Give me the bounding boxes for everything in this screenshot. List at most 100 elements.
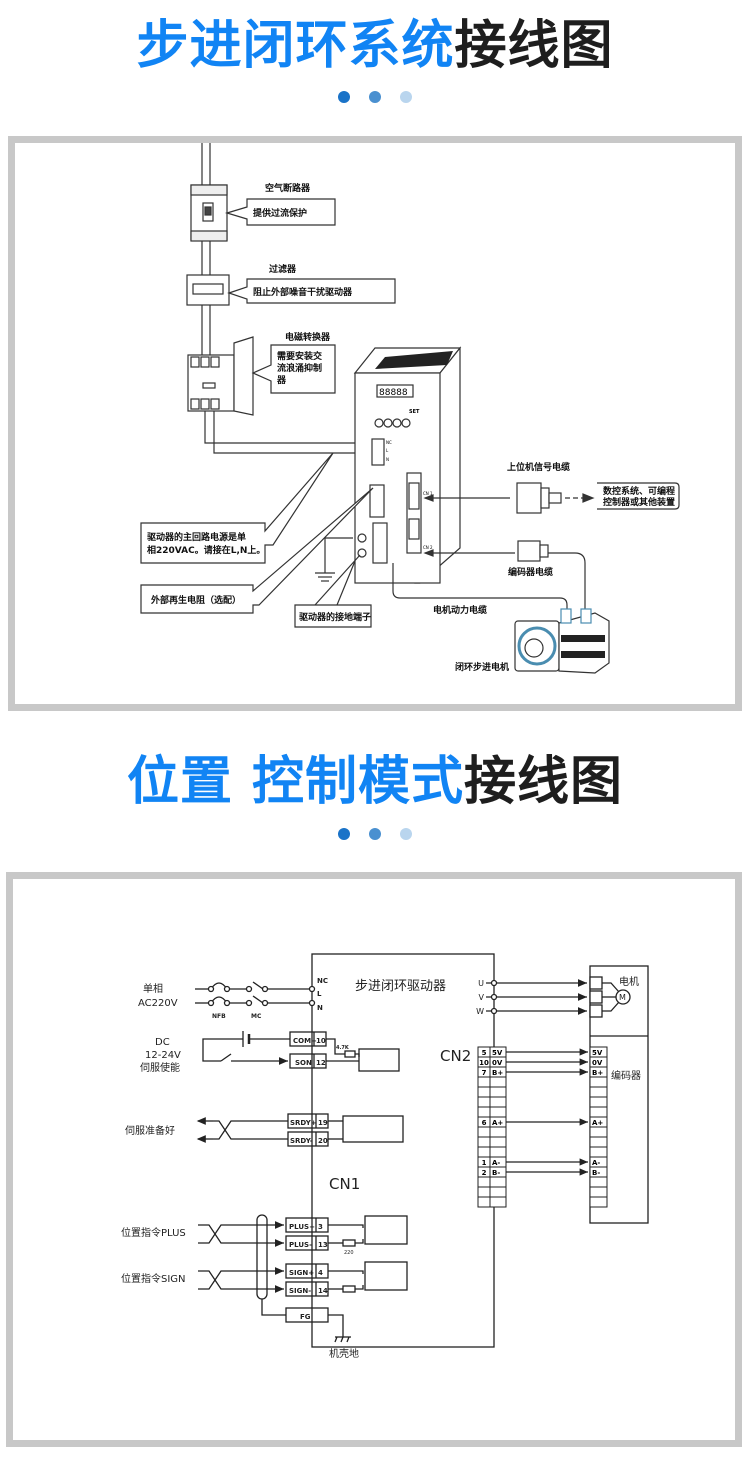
wire-to-l bbox=[204, 411, 385, 444]
section2-title: 位置 控制模式接线图 bbox=[0, 752, 750, 812]
plus-minus-no: 13 bbox=[318, 1241, 328, 1249]
cn2-pin-name-cell bbox=[489, 1196, 507, 1208]
driver-box bbox=[311, 953, 495, 1348]
power-input-wiring bbox=[195, 981, 316, 1007]
motor-symbol-icon bbox=[615, 989, 631, 1005]
cn2-pin-row bbox=[477, 1186, 507, 1198]
cn2-pin-number: 7 bbox=[482, 1069, 487, 1077]
cn2-pin-row bbox=[477, 1176, 507, 1188]
dot-2 bbox=[369, 91, 381, 103]
plus-minus-label: PLUS- bbox=[289, 1241, 312, 1249]
cn2-pin-name-cell bbox=[489, 1126, 507, 1138]
u-label: U bbox=[478, 979, 484, 988]
cn2-label: CN 2 bbox=[423, 545, 433, 550]
wire-to-n bbox=[213, 411, 385, 454]
encoder-pin-cell bbox=[589, 1146, 608, 1158]
cn2-pin-name-cell bbox=[489, 1176, 507, 1188]
encoder-pin-row bbox=[589, 1106, 608, 1118]
cn2-pin-row bbox=[477, 1146, 507, 1158]
cn2-pin-number-cell bbox=[477, 1096, 491, 1108]
optocoupler-enable bbox=[358, 1048, 400, 1072]
section1-title: 步进闭环系统接线图 bbox=[0, 16, 750, 76]
enable-label-3: 伺服使能 bbox=[140, 1061, 180, 1074]
stepper-driver-icon bbox=[353, 346, 462, 584]
encoder-pin-name: A+ bbox=[592, 1119, 603, 1127]
enable-label-1: DC bbox=[155, 1037, 170, 1048]
cn2-pin-number-cell bbox=[477, 1176, 491, 1188]
fg-label: FG bbox=[300, 1313, 311, 1321]
cn2-pin-name: 0V bbox=[492, 1059, 503, 1067]
dot-3 bbox=[400, 828, 412, 840]
encoder-pin-row bbox=[589, 1146, 608, 1158]
mc-label: MC bbox=[251, 1013, 262, 1020]
filter-note: 阻止外部噪音干扰驱动器 bbox=[253, 286, 353, 298]
resistor-4k7 bbox=[344, 1050, 356, 1058]
dot-1 bbox=[338, 828, 350, 840]
cn2-pin-row bbox=[477, 1076, 507, 1088]
optocoupler-ready bbox=[342, 1115, 404, 1143]
system-wiring-diagram: 88888 SET NC L N CN 1 CN 2 空气断路器 提供过流保护 … bbox=[140, 143, 680, 674]
cn1-label: CN 1 bbox=[423, 491, 433, 496]
nc-label: NC bbox=[317, 977, 328, 985]
cn2-pin-number-cell bbox=[477, 1146, 491, 1158]
cn2-pin-number: 5 bbox=[482, 1049, 487, 1057]
sign-wiring bbox=[198, 1261, 408, 1297]
cn2-pin-name-cell bbox=[489, 1106, 507, 1118]
set-key-label: SET bbox=[409, 409, 420, 415]
encoder-pin-row: A- bbox=[506, 1156, 608, 1168]
cn2-pin-name: B+ bbox=[492, 1069, 503, 1077]
cn2-label: CN2 bbox=[440, 1047, 471, 1065]
cn2-pin-number-cell bbox=[477, 1196, 491, 1208]
cn2-pin-number: 1 bbox=[482, 1159, 487, 1167]
system-wiring-panel: 88888 SET NC L N CN 1 CN 2 空气断路器 提供过流保护 … bbox=[8, 136, 742, 711]
encoder-pin-cell bbox=[589, 1136, 608, 1148]
encoder-pin-cell bbox=[589, 1186, 608, 1198]
encoder-pin-name: A- bbox=[592, 1159, 600, 1167]
sign-plus-label: SIGN+ bbox=[289, 1269, 314, 1277]
closed-loop-stepper-motor-icon bbox=[514, 608, 610, 674]
cn2-pin-row bbox=[477, 1126, 507, 1138]
cn2-pin-number: 2 bbox=[482, 1169, 487, 1177]
cn2-pin-number: 6 bbox=[482, 1119, 487, 1127]
cn2-pin-number-cell bbox=[477, 1126, 491, 1138]
noise-filter-icon bbox=[186, 274, 230, 306]
db-connector-host-icon bbox=[516, 482, 562, 514]
ready-wiring bbox=[196, 1113, 404, 1147]
motor-label: 电机 bbox=[619, 975, 639, 988]
dot-2 bbox=[369, 828, 381, 840]
power-note-2: 相220VAC。请接在L,N上。 bbox=[147, 544, 265, 556]
com-pin-no: 10 bbox=[316, 1037, 326, 1045]
optocoupler-plus bbox=[364, 1215, 408, 1245]
encoder-pin-cell bbox=[589, 1096, 608, 1108]
contactor-note-3: 器 bbox=[276, 375, 287, 386]
regen-callout bbox=[140, 487, 374, 614]
motor-cable-label: 电机动力电缆 bbox=[433, 604, 487, 616]
contactor-icon bbox=[187, 336, 254, 416]
driver-display: 88888 bbox=[379, 388, 408, 398]
encoder-pin-row: B+ bbox=[506, 1066, 608, 1078]
srdy-minus-no: 20 bbox=[318, 1137, 328, 1145]
enable-label-2: 12-24V bbox=[145, 1050, 181, 1061]
nc-terminal-label: NC bbox=[386, 440, 392, 445]
section2-title-blue: 位置 控制模式 bbox=[126, 752, 465, 812]
cable-shield bbox=[256, 1214, 268, 1300]
cn2-pin-name: 5V bbox=[492, 1049, 503, 1057]
encoder-cable-to-motor bbox=[548, 552, 586, 623]
enable-wiring bbox=[202, 1031, 400, 1072]
host-device-line-2: 控制器或其他装置 bbox=[603, 496, 675, 508]
cn2-pin-number-cell bbox=[477, 1076, 491, 1088]
encoder-pin-name: B- bbox=[592, 1169, 600, 1177]
cn2-pin-row bbox=[477, 1096, 507, 1108]
srdy-plus-label: SRDY+ bbox=[290, 1119, 317, 1127]
srdy-plus-no: 19 bbox=[318, 1119, 328, 1127]
air-breaker-icon bbox=[190, 184, 228, 242]
section1-title-blue: 步进闭环系统 bbox=[136, 16, 455, 76]
contactor-note-2: 流浪涌抑制 bbox=[277, 362, 322, 374]
